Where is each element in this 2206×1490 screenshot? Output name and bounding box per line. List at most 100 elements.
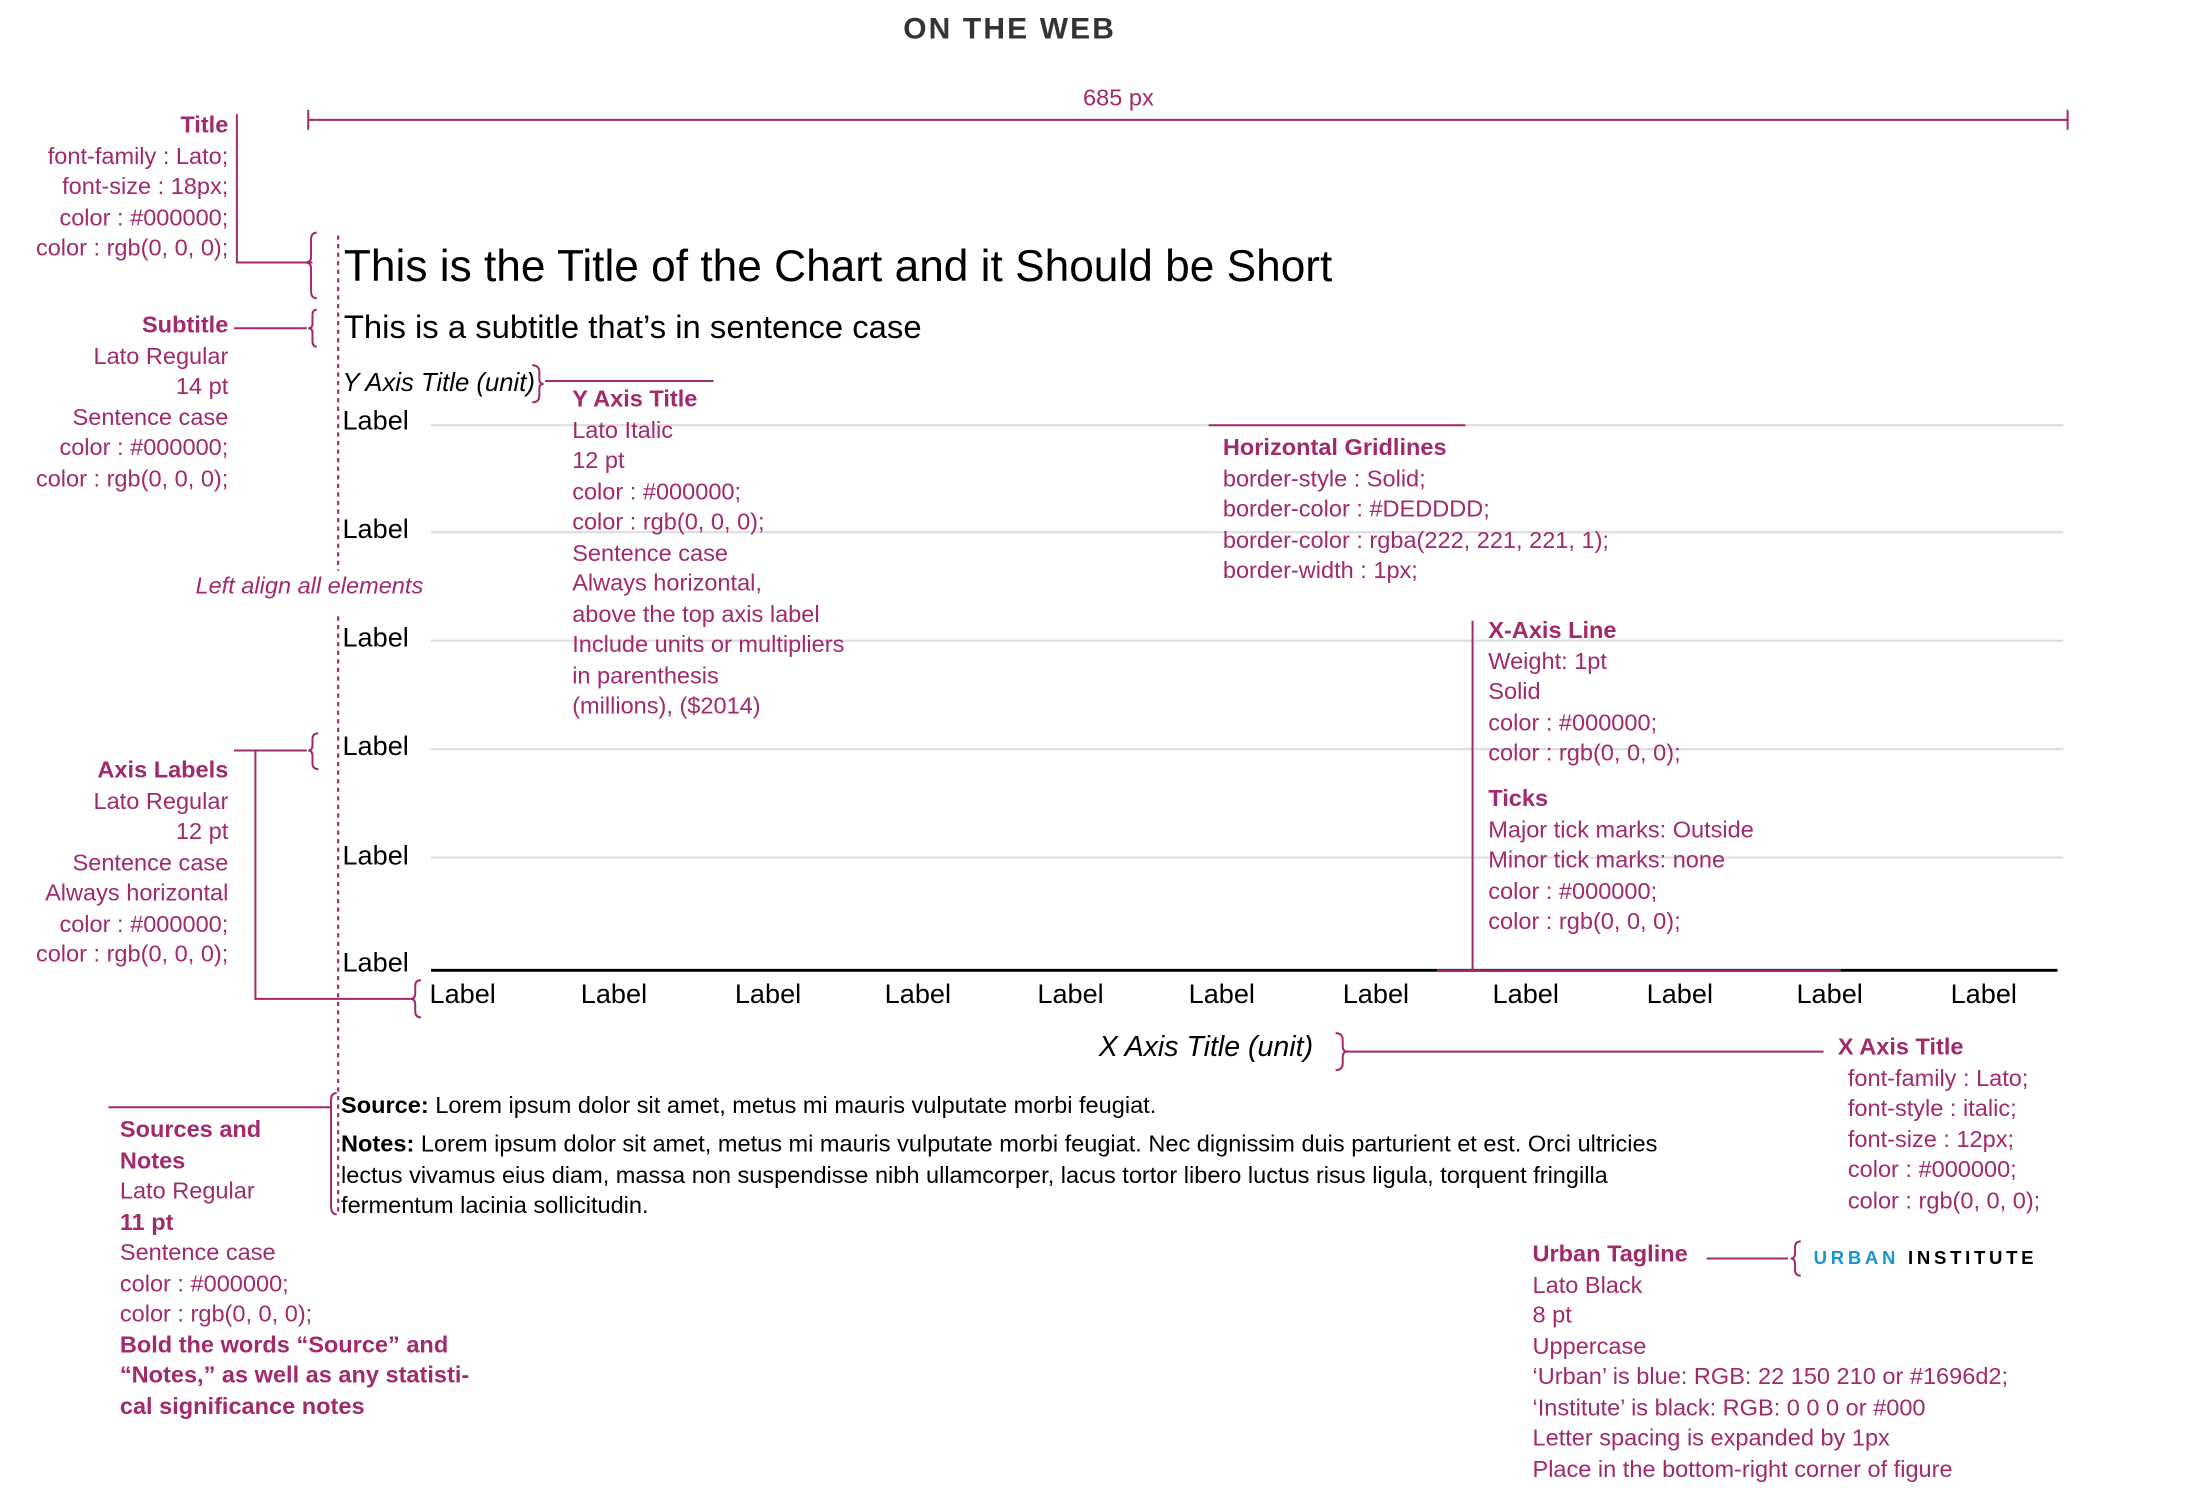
annotation-heading: Horizontal Gridlines (1222, 435, 1447, 461)
annotation-line: (millions), ($2014) (572, 693, 761, 720)
x-axis-title: X Axis Title (unit) (1098, 1031, 1314, 1064)
title-annotation: Title font-family : Lato; font-size : 18… (36, 111, 228, 264)
annotation-leaders (108, 114, 1841, 1277)
width-measure (307, 109, 2069, 130)
y-tick-label: Label (342, 623, 409, 654)
annotation-line: Weight: 1pt (1488, 648, 1607, 675)
annotation-line: 11 pt (119, 1209, 174, 1235)
annotation-line: color : rgb(0, 0, 0); (35, 465, 229, 492)
annotation-line: Sentence case (72, 404, 229, 431)
annotation-line: color : rgb(0, 0, 0); (1847, 1187, 2041, 1214)
source-label: Source: (341, 1093, 429, 1119)
ticks-annotation: Ticks Major tick marks: Outside Minor ti… (1488, 785, 1754, 938)
page-header: ON THE WEB (903, 12, 1117, 46)
annotation-line: color : rgb(0, 0, 0); (572, 509, 765, 536)
x-tick-label: Label (884, 980, 952, 1011)
annotation-heading: Subtitle (141, 312, 229, 339)
annotation-line: color : rgb(0, 0, 0); (119, 1301, 313, 1328)
width-label: 685 px (1083, 85, 1154, 112)
annotation-line: font-style : italic; (1847, 1095, 2017, 1122)
annotation-line: Solid (1488, 679, 1541, 705)
annotation-line: ‘Urban’ is blue: RGB: 22 150 210 or #169… (1532, 1364, 2009, 1390)
x-tick-label: Label (580, 980, 648, 1011)
annotation-line: Lato Regular (93, 788, 229, 815)
annotation-heading: Urban Tagline (1532, 1241, 1688, 1268)
annotation-line: Lato Black (1532, 1272, 1643, 1298)
annotation-line: border-style : Solid; (1222, 465, 1426, 492)
annotation-line: Lato Regular (119, 1178, 255, 1205)
annotation-line: “Notes,” as well as any statisti- (119, 1362, 470, 1389)
annotation-line: font-family : Lato; (1847, 1065, 2029, 1091)
annotation-line: color : rgb(0, 0, 0); (1488, 908, 1681, 935)
y-tick-label: Label (342, 515, 409, 546)
annotation-line: cal significance notes (119, 1393, 365, 1420)
annotation-heading: Sources and (119, 1117, 262, 1143)
annotation-line: Bold the words “Source” and (119, 1332, 449, 1358)
annotation-line: color : rgb(0, 0, 0); (35, 235, 229, 262)
annotation-line: color : rgb(0, 0, 0); (35, 941, 229, 968)
annotation-heading: X-Axis Line (1488, 617, 1617, 644)
annotation-line: color : rgb(0, 0, 0); (1488, 740, 1681, 767)
annotation-line: above the top axis label (572, 601, 820, 628)
y-tick-label: Label (342, 841, 409, 872)
notes-text: Lorem ipsum dolor sit amet, metus mi mau… (420, 1131, 1658, 1158)
annotation-line: ‘Institute’ is black: RGB: 0 0 0 or #000 (1532, 1394, 1926, 1421)
annotation-line: Major tick marks: Outside (1488, 816, 1754, 843)
annotation-line: font-size : 12px; (1847, 1126, 2015, 1153)
sources-annotation: Sources and Notes Lato Regular 11 pt Sen… (120, 1116, 469, 1423)
annotation-line: color : #000000; (572, 478, 742, 505)
annotation-line: Include units or multipliers (572, 632, 845, 658)
annotation-heading: Ticks (1488, 786, 1549, 812)
annotation-line: color : #000000; (59, 435, 229, 461)
annotation-line: color : #000000; (1488, 709, 1658, 736)
annotation-line: border-color : rgba(222, 221, 221, 1); (1222, 527, 1609, 553)
annotation-line: Sentence case (72, 849, 229, 876)
y-tick-label: Label (342, 948, 409, 979)
annotation-line: color : #000000; (1847, 1157, 2017, 1183)
x-tick-label: Label (1950, 980, 2017, 1011)
annotation-line: 12 pt (572, 448, 625, 474)
y-tick-label: Label (342, 732, 409, 762)
annotation-line: Letter spacing is expanded by 1px (1532, 1425, 1890, 1452)
x-tick-label: Label (429, 980, 496, 1011)
gridlines-annotation: Horizontal Gridlines border-style : Soli… (1223, 434, 1609, 587)
annotation-line: Always horizontal (45, 880, 229, 907)
x-axis-line-annotation: X-Axis Line Weight: 1pt Solid color : #0… (1488, 616, 1680, 769)
annotation-line: 14 pt (175, 373, 229, 400)
annotation-line: Uppercase (1532, 1333, 1647, 1360)
annotation-line: border-color : #DEDDDD; (1222, 496, 1490, 523)
source-text: Lorem ipsum dolor sit amet, metus mi mau… (435, 1093, 1157, 1119)
annotation-line: Sentence case (572, 540, 728, 566)
y-axis-title-annotation: Y Axis Title Lato Italic 12 pt color : #… (572, 385, 844, 722)
y-axis-title: Y Axis Title (unit) (342, 368, 535, 397)
annotation-line: Always horizontal, (572, 570, 762, 597)
x-axis-title-annotation: X Axis Title font-family : Lato; font-st… (1838, 1033, 2040, 1217)
horizontal-gridlines (430, 424, 2064, 859)
x-tick-label: Label (1342, 980, 1410, 1011)
annotation-line: color : #000000; (1488, 878, 1658, 904)
annotation-heading: Title (180, 112, 229, 139)
tagline-institute: INSTITUTE (1908, 1247, 2038, 1269)
annotation-line: in parenthesis (572, 662, 719, 689)
annotation-heading: X Axis Title (1837, 1034, 1964, 1061)
annotation-line: color : #000000; (59, 911, 229, 937)
y-tick-label: Label (342, 406, 409, 437)
x-tick-label: Label (1188, 980, 1255, 1011)
axis-labels-annotation: Axis Labels Lato Regular 12 pt Sentence … (36, 756, 228, 971)
annotation-line: Lato Regular (93, 343, 229, 369)
notes-line: Notes: Lorem ipsum dolor sit amet, metus… (341, 1130, 1657, 1161)
left-align-note: Left align all elements (195, 573, 424, 600)
annotation-line: Minor tick marks: none (1488, 847, 1726, 874)
x-tick-label: Label (1037, 980, 1104, 1011)
annotation-line: Sentence case (119, 1239, 276, 1266)
annotation-line: color : #000000; (119, 1270, 289, 1297)
notes-label: Notes: (341, 1131, 415, 1158)
x-tick-label: Label (1796, 980, 1863, 1011)
source-line: Source: Lorem ipsum dolor sit amet, metu… (341, 1092, 1156, 1123)
annotation-heading: Notes (119, 1147, 186, 1174)
chart-subtitle: This is a subtitle that’s in sentence ca… (343, 308, 922, 346)
tagline-annotation: Urban Tagline Lato Black 8 pt Uppercase … (1533, 1240, 2009, 1485)
annotation-line: Lato Italic (572, 417, 673, 444)
